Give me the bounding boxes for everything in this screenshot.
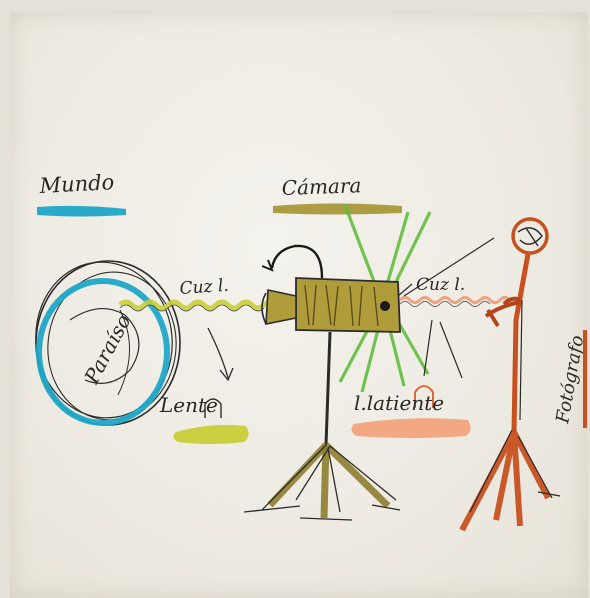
aperture-ray [360, 321, 382, 393]
fotografo-arm [484, 296, 521, 328]
tripod-leg-right [323, 442, 391, 509]
camera-lens-front [261, 292, 267, 325]
lente-small-figure [204, 398, 222, 418]
latiente-pointer-arrows [423, 319, 463, 379]
paraiso-inner-swirl-2 [117, 309, 130, 396]
mundo-highlight-stroke [37, 205, 126, 217]
aperture-ray [394, 317, 430, 375]
camara-label: Cámara [281, 173, 361, 200]
fotografo-label: Fotógrafo [552, 334, 588, 426]
camera-handle [270, 244, 324, 279]
camera-lens-barrel [265, 289, 297, 325]
fotografo-group: Fotógrafo [459, 217, 588, 532]
latiente-label: l.latiente [354, 391, 444, 415]
aperture-ray [343, 204, 380, 293]
aperture-ray [384, 211, 410, 289]
fotografo-legs [459, 430, 551, 532]
paraiso-inner-swirl [69, 308, 140, 384]
lente-group: Lente [159, 327, 249, 444]
mundo-label-group: Mundo [37, 170, 126, 217]
light-ray-left-group: Cuz l. [118, 276, 278, 312]
camera-handle-tip [261, 259, 274, 272]
cuz-left-label: Cuz l. [179, 276, 229, 299]
paraiso-label: Paraíso [79, 310, 136, 388]
tripod-leg-middle [320, 444, 330, 519]
mundo-label: Mundo [38, 170, 115, 198]
light-ray-right-pointer [397, 237, 495, 297]
tripod-post [324, 331, 332, 446]
fotografo-body [511, 253, 531, 433]
camera-group [261, 244, 401, 333]
cuz-right-label: Cuz l. [416, 275, 465, 295]
tripod-group [243, 331, 401, 521]
latiente-highlight-stroke [351, 418, 471, 438]
light-ray-left-pencil [119, 304, 265, 312]
lente-label: Lente [159, 393, 218, 417]
light-ray-right-pencil [399, 301, 491, 307]
lente-highlight-stroke [173, 424, 249, 444]
latiente-group: l.latiente [351, 319, 471, 438]
tripod-pencil-strokes [243, 444, 401, 521]
camera-body-hatching [304, 284, 379, 327]
lente-pointer-arrow [207, 327, 234, 382]
light-ray-right-wave [398, 296, 512, 304]
aperture-ray [390, 211, 432, 291]
fotografo-head-scribble [517, 227, 543, 247]
camera-aperture [380, 301, 390, 311]
latiente-small-figure [414, 385, 434, 408]
light-ray-left-wave [118, 299, 278, 311]
fotografo-pencil-strokes [469, 299, 561, 513]
paraiso-circle-blue [36, 278, 170, 426]
camara-label-group: Cámara [273, 173, 402, 215]
paraiso-circle-pencil-3 [47, 271, 177, 421]
aperture-rays-group [338, 204, 432, 393]
fotografo-head [511, 217, 549, 255]
camara-highlight-stroke [273, 203, 402, 215]
light-ray-right-group: Cuz l. [397, 237, 512, 307]
